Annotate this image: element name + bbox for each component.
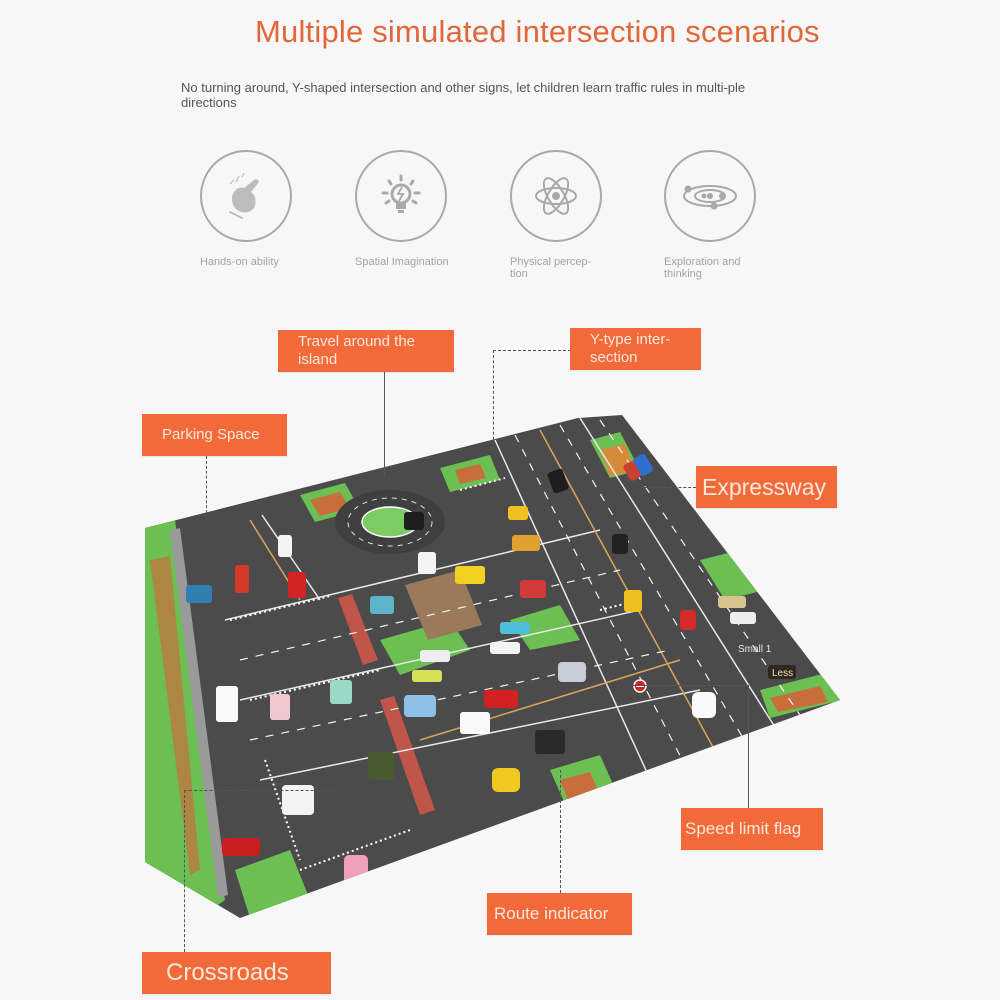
feature-physical: Physical percep-tion	[510, 150, 660, 280]
feature-hands-on: Hands-on ability	[200, 150, 350, 268]
callout-label: Speed limit flag	[685, 819, 802, 838]
feature-label: Hands-on ability	[200, 256, 279, 268]
leader-crossroads	[184, 790, 334, 791]
leader-travel-island	[384, 372, 385, 477]
feature-exploration: Exploration and thinking	[664, 150, 814, 280]
callout-crossroads: Crossroads	[142, 952, 331, 994]
leader-parking	[206, 456, 207, 518]
leader-y-type-v	[493, 350, 494, 450]
page-title: Multiple simulated intersection scenario…	[255, 14, 820, 49]
callout-travel-island: Travel around the island	[278, 330, 454, 372]
leader-route-indicator	[560, 770, 561, 893]
feature-label: Physical percep-tion	[510, 256, 592, 280]
leader-speed-limit	[630, 685, 748, 686]
callout-speed-limit: Speed limit flag	[681, 808, 823, 850]
feature-label: Spatial Imagination	[355, 256, 449, 268]
feature-label: Exploration and thinking	[664, 256, 741, 280]
callout-label: Parking Space	[162, 426, 260, 443]
callout-label: Y-type inter-section	[590, 331, 671, 366]
callout-label: Crossroads	[166, 959, 289, 986]
callout-label: Route indicator	[494, 904, 609, 923]
map-sign-small: Small 1	[738, 644, 772, 655]
solar-system-icon	[664, 150, 756, 242]
atom-icon	[510, 150, 602, 242]
callout-y-type: Y-type inter-section	[570, 328, 701, 370]
callout-parking: Parking Space	[142, 414, 287, 456]
callout-route-indicator: Route indicator	[487, 893, 632, 935]
callout-label: Travel around the island	[298, 333, 416, 368]
hand-pointer-icon	[200, 150, 292, 242]
leader-crossroads-v	[184, 790, 185, 952]
callout-label: Expressway	[702, 474, 826, 500]
lightbulb-icon	[355, 150, 447, 242]
page-subtitle: No turning around, Y-shaped intersection…	[181, 80, 746, 110]
feature-spatial: Spatial Imagination	[355, 150, 505, 268]
map-sign-less: Less	[772, 668, 793, 679]
callout-expressway: Expressway	[696, 466, 837, 508]
leader-expressway	[640, 487, 696, 488]
leader-y-type	[493, 350, 571, 351]
leader-speed-limit-v	[748, 685, 749, 810]
